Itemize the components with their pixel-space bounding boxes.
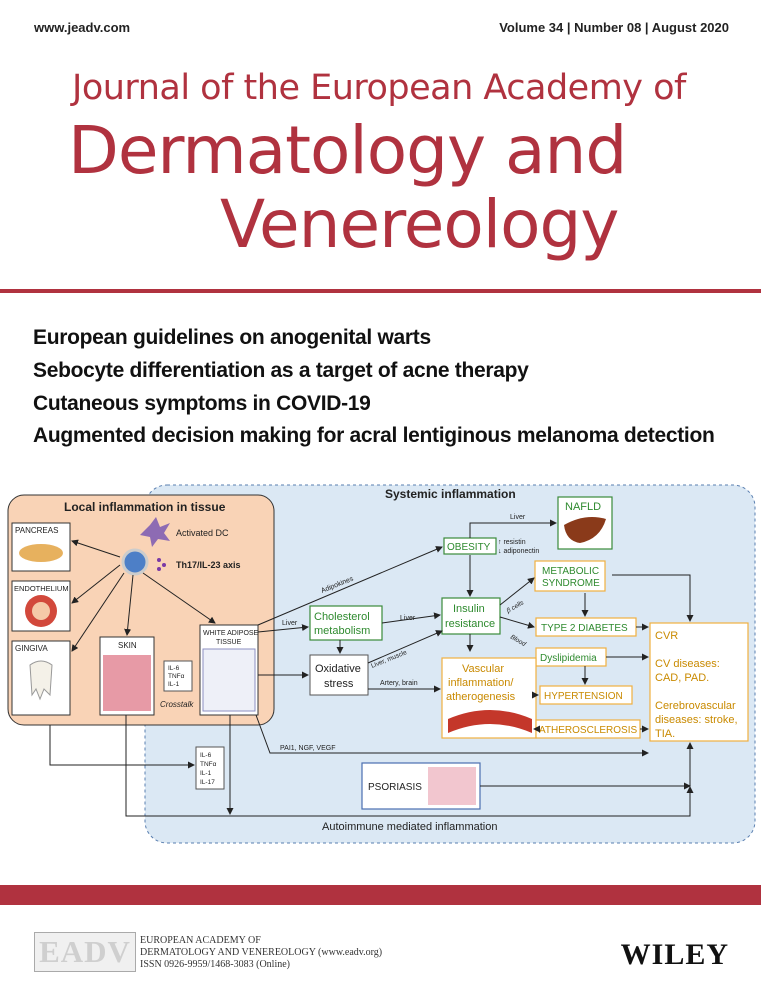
cholesterol-label-2: metabolism [314,625,370,637]
gingiva-label: GINGIVA [15,644,48,653]
headline-4: Augmented decision making for acral lent… [33,424,715,447]
top-divider [0,289,761,293]
autoimmune-label: Autoimmune mediated inflammation [322,821,497,833]
cytokine-box-2 [195,746,225,790]
journal-title-line1: Journal of the European Academy of [72,68,686,108]
liver-label-obesity: Liver [510,514,526,521]
pancreas-label: PANCREAS [15,526,58,535]
cytokine2-il1: IL-1 [200,770,212,777]
insulin-box [441,597,501,635]
liver-label-cholesterol: Liver [282,620,298,627]
artery-image [448,710,532,733]
vascular-label-3: atherogenesis [446,691,516,703]
cytokine-il1: IL-1 [168,681,180,688]
metabolic-box [534,560,606,592]
cytokine-box-1 [163,660,193,692]
cvr-box [649,622,749,742]
adiponectin-label: ↓ adiponectin [498,548,539,555]
adipose-label-2: TISSUE [216,639,242,646]
atherosclerosis-label: ATHEROSCLEROSIS [539,725,637,736]
cytokine2-tnf: TNFα [200,761,217,768]
tooth-image [29,660,53,701]
cereb-label-2: diseases: stroke, [655,714,738,726]
vessel-lumen [32,602,50,620]
systemic-title: Systemic inflammation [385,487,516,501]
obesity-label: OBESITY [447,542,491,553]
liver-image [564,517,606,543]
metabolic-label-1: METABOLIC [542,566,599,577]
adipose-label-1: WHITE ADIPOSE [203,630,259,637]
vascular-label-1: Vascular [462,663,504,675]
insulin-label-1: Insulin [453,603,485,615]
cvr-label: CVR [655,630,678,642]
eadv-info: EUROPEAN ACADEMY OF DERMATOLOGY AND VENE… [140,935,382,971]
skin-image [103,655,151,711]
artery-brain-label: Artery, brain [380,680,418,687]
activated-dc-label: Activated DC [176,528,229,538]
nafld-label: NAFLD [565,501,601,513]
journal-title-line3: Venereology [220,186,619,263]
adipose-image [202,648,256,712]
cereb-label-3: TIA. [655,728,675,740]
cv-label-2: CAD, PAD. [655,672,709,684]
cholesterol-box [309,605,383,641]
t2d-label: TYPE 2 DIABETES [541,623,628,634]
immune-cell [121,548,149,576]
issue-info: Volume 34 | Number 08 | August 2020 [499,20,729,35]
oxidative-label-2: stress [324,678,354,690]
cholesterol-label-1: Cholesterol [314,611,370,623]
resistin-label: ↑ resistin [498,539,526,546]
headline-1: European guidelines on anogenital warts [33,326,431,349]
cytokine-tnf: TNFα [168,673,185,680]
th17-dot-2 [162,563,166,567]
oxidative-label-1: Oxidative [315,663,361,675]
metabolic-label-2: SYNDROME [542,578,600,589]
vascular-label-2: inflammation/ [448,677,514,689]
hypertension-label: HYPERTENSION [544,691,623,702]
psoriasis-label: PSORIASIS [368,782,422,793]
dyslipidemia-label: Dyslipidemia [540,653,597,664]
th17-dot-1 [157,558,161,562]
pancreas-box [11,522,71,572]
hypertension-box [539,685,633,705]
cereb-label-1: Cerebrovascular [655,700,736,712]
cover-diagram: Systemic inflammation Local inflammation… [7,484,756,844]
publisher-logo: WILEY [620,938,729,971]
journal-url: www.jeadv.com [34,20,131,35]
th17-dot-3 [157,567,161,571]
th17-label: Th17/IL-23 axis [176,560,241,570]
eadv-org-line2: DERMATOLOGY AND VENEREOLOGY (www.eadv.or… [140,947,383,958]
pai-label: PAI1, NGF, VEGF [280,745,336,752]
cytokine2-il6: IL-6 [200,752,212,759]
oxidative-box [309,654,369,696]
headline-2: Sebocyte differentiation as a target of … [33,359,529,382]
journal-title-line2: Dermatology and [68,112,627,189]
dendritic-cell [140,517,170,547]
pancreas-image [19,544,63,562]
cytokine2-il17: IL-17 [200,779,215,786]
eadv-org-line1: EUROPEAN ACADEMY OF [140,935,261,946]
cv-label-1: CV diseases: [655,658,720,670]
local-title: Local inflammation in tissue [64,500,226,514]
eadv-logo: EADV [34,932,136,972]
insulin-label-2: resistance [445,618,495,630]
liver-label-insulin: Liver [400,615,416,622]
endothelium-label: ENDOTHELIUM [14,584,69,593]
crosstalk-label: Crosstalk [160,700,194,709]
cytokine-il6: IL-6 [168,665,180,672]
headline-3: Cutaneous symptoms in COVID-19 [33,392,371,415]
psoriasis-image [428,767,476,805]
eadv-issn: ISSN 0926-9959/1468-3083 (Online) [140,959,290,970]
skin-label: SKIN [118,641,137,650]
bottom-divider [0,885,761,905]
